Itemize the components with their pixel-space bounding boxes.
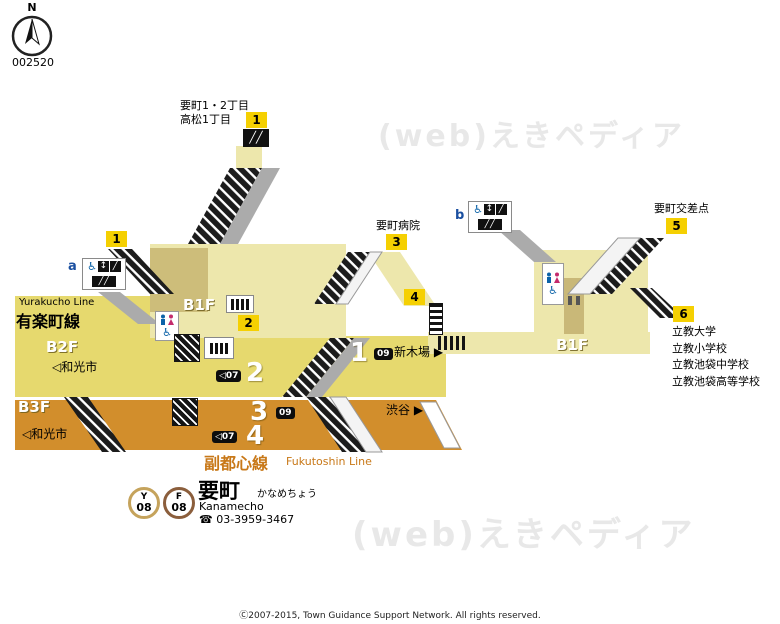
entrance-a-label: a <box>68 259 77 274</box>
ticket-gates-icon <box>226 295 254 313</box>
exit5-label: 要町交差点 <box>654 202 709 215</box>
line-badge-fukutoshin: F 08 <box>163 487 195 519</box>
wheelchair-icon: ♿ <box>548 284 558 297</box>
stairs-band-b3f-west <box>64 397 126 452</box>
exit-box-5: 5 <box>666 218 687 234</box>
elevator-icon: ↕ <box>97 261 109 273</box>
floor-label-b2f: B2F <box>46 338 79 356</box>
ticket-gates-icon <box>204 337 234 359</box>
escalator-band-top-exit <box>220 168 280 244</box>
escalator-icon: ╱╱ <box>243 129 269 147</box>
exit6-label-4: 立教池袋高等学校 <box>672 374 760 388</box>
line-badge-number: 08 <box>136 501 152 514</box>
entrance-a-facilities: ♿ ↕ ╱ ╱╱ <box>82 258 126 290</box>
platform-number-1: 1 <box>350 338 369 368</box>
corridor-to-exit4 <box>368 252 436 306</box>
station-name-en: Kanamecho <box>199 500 264 513</box>
exit6-labels: 立教大学 立教小学校 立教池袋中学校 立教池袋高等学校 <box>672 324 760 390</box>
escalator-band-exit5 <box>566 237 642 295</box>
floor-label-b1f-west: B1F <box>183 296 216 314</box>
compass: N <box>10 2 54 62</box>
direction-wakoshi-yurakucho: ◁和光市 <box>52 360 98 374</box>
compass-north-label: N <box>27 1 37 14</box>
exit1-top-label: 要町1・2丁目 高松1丁目 <box>180 99 249 127</box>
stairs-icon <box>438 336 468 350</box>
wheelchair-icon: ♿ <box>162 326 172 339</box>
map-code: 002520 <box>12 56 54 69</box>
escalator-band-entrance-b <box>498 230 556 262</box>
exit-box-3: 3 <box>386 234 407 250</box>
direction-wakoshi-fukutoshin: ◁和光市 <box>22 427 68 441</box>
escalator-band-entrance-a <box>98 292 160 324</box>
line-name-fukutoshin-ja: 副都心線 <box>204 454 269 473</box>
watermark: (web)えきペディア <box>352 515 696 555</box>
car-position-tag: 09 <box>276 407 295 419</box>
exit6-label-1: 立教大学 <box>672 325 716 338</box>
wheelchair-icon: ♿ <box>87 260 97 274</box>
watermark: (web)えきペディア <box>378 119 685 154</box>
floor-label-b1f-east: B1F <box>556 336 589 354</box>
line-badge-letter: F <box>175 492 183 502</box>
line-name-fukutoshin-en: Fukutoshin Line <box>286 455 372 468</box>
escalator-band-b2f-b3f <box>329 396 383 453</box>
car-position-tag: 09 <box>374 348 393 360</box>
line-badge-number: 08 <box>171 501 187 514</box>
copyright-footer: Ⓒ2007-2015, Town Guidance Support Networ… <box>239 611 541 621</box>
entrance-b-facilities: ♿ ↕ ╱ ╱╱ <box>468 201 512 233</box>
stairs-band-top-exit <box>188 168 262 244</box>
line-name-yurakucho-en: Yurakucho Line <box>19 297 95 308</box>
stairs-band-exit3 <box>314 252 370 304</box>
line-badge-letter: Y <box>140 492 148 502</box>
platform-number-2: 2 <box>246 358 265 388</box>
compass-rose-icon <box>11 15 53 57</box>
corridor-top-exit <box>236 146 262 168</box>
escalator-band-exit3 <box>335 251 383 305</box>
car-position-tag: ◁07 <box>212 431 238 443</box>
stairs-icon <box>172 398 198 426</box>
station-phone: ☎ 03-3959-3467 <box>199 513 295 526</box>
connector-corridor <box>428 332 650 354</box>
stairs-icon <box>174 334 200 362</box>
floor-label-b3f: B3F <box>18 398 51 416</box>
entrance-b-label: b <box>455 208 465 223</box>
stairs-band-b1f-b2f <box>282 338 354 397</box>
exit3-label: 要町病院 <box>376 219 420 232</box>
restroom-figures-icon <box>547 272 560 283</box>
direction-shinkiba: 新木場 ▶ <box>394 345 444 359</box>
stairs-band-exit6 <box>630 288 684 318</box>
direction-shibuya: 渋谷 ▶ <box>386 403 424 417</box>
escalator-icon: ╱╱ <box>92 275 116 287</box>
line-name-yurakucho-ja: 有楽町線 <box>16 312 81 331</box>
exit-box-6: 6 <box>673 306 694 322</box>
escalator-icon: ╱ <box>109 261 121 273</box>
escalator-icon: ╱ <box>495 204 507 216</box>
station-name-kana: かなめちょう <box>257 489 317 500</box>
stairs-icon <box>429 303 443 335</box>
stairs-band-b2f-b3f <box>306 397 366 452</box>
station-name-ja: 要町 <box>198 479 240 503</box>
exit-box-1-west: 1 <box>106 231 127 247</box>
escalator-band-b1f-b2f <box>306 338 370 397</box>
exit-box-4: 4 <box>404 289 425 305</box>
elevator-icon: ↕ <box>483 204 495 216</box>
exit1-top-label-line2: 高松1丁目 <box>180 113 231 126</box>
car-position-tag: ◁07 <box>216 370 242 382</box>
toilet-icon: ♿ <box>542 263 564 305</box>
exit1-top-label-line1: 要町1・2丁目 <box>180 99 249 112</box>
platform-number-4: 4 <box>246 421 265 451</box>
stairs-band-exit5 <box>588 238 664 294</box>
platform-number-3: 3 <box>250 397 269 427</box>
escalator-icon: ╱╱ <box>478 218 502 230</box>
exit6-label-2: 立教小学校 <box>672 341 727 355</box>
toilet-icon: ♿ <box>155 311 179 341</box>
exit-box-2: 2 <box>238 315 259 331</box>
exit6-label-3: 立教池袋中学校 <box>672 358 749 371</box>
restroom-figures-icon <box>161 314 174 325</box>
escalator-band-b3f-east <box>419 401 461 449</box>
wheelchair-icon: ♿ <box>473 203 483 217</box>
line-badge-yurakucho: Y 08 <box>128 487 160 519</box>
exit-box-1-top: 1 <box>246 112 267 128</box>
